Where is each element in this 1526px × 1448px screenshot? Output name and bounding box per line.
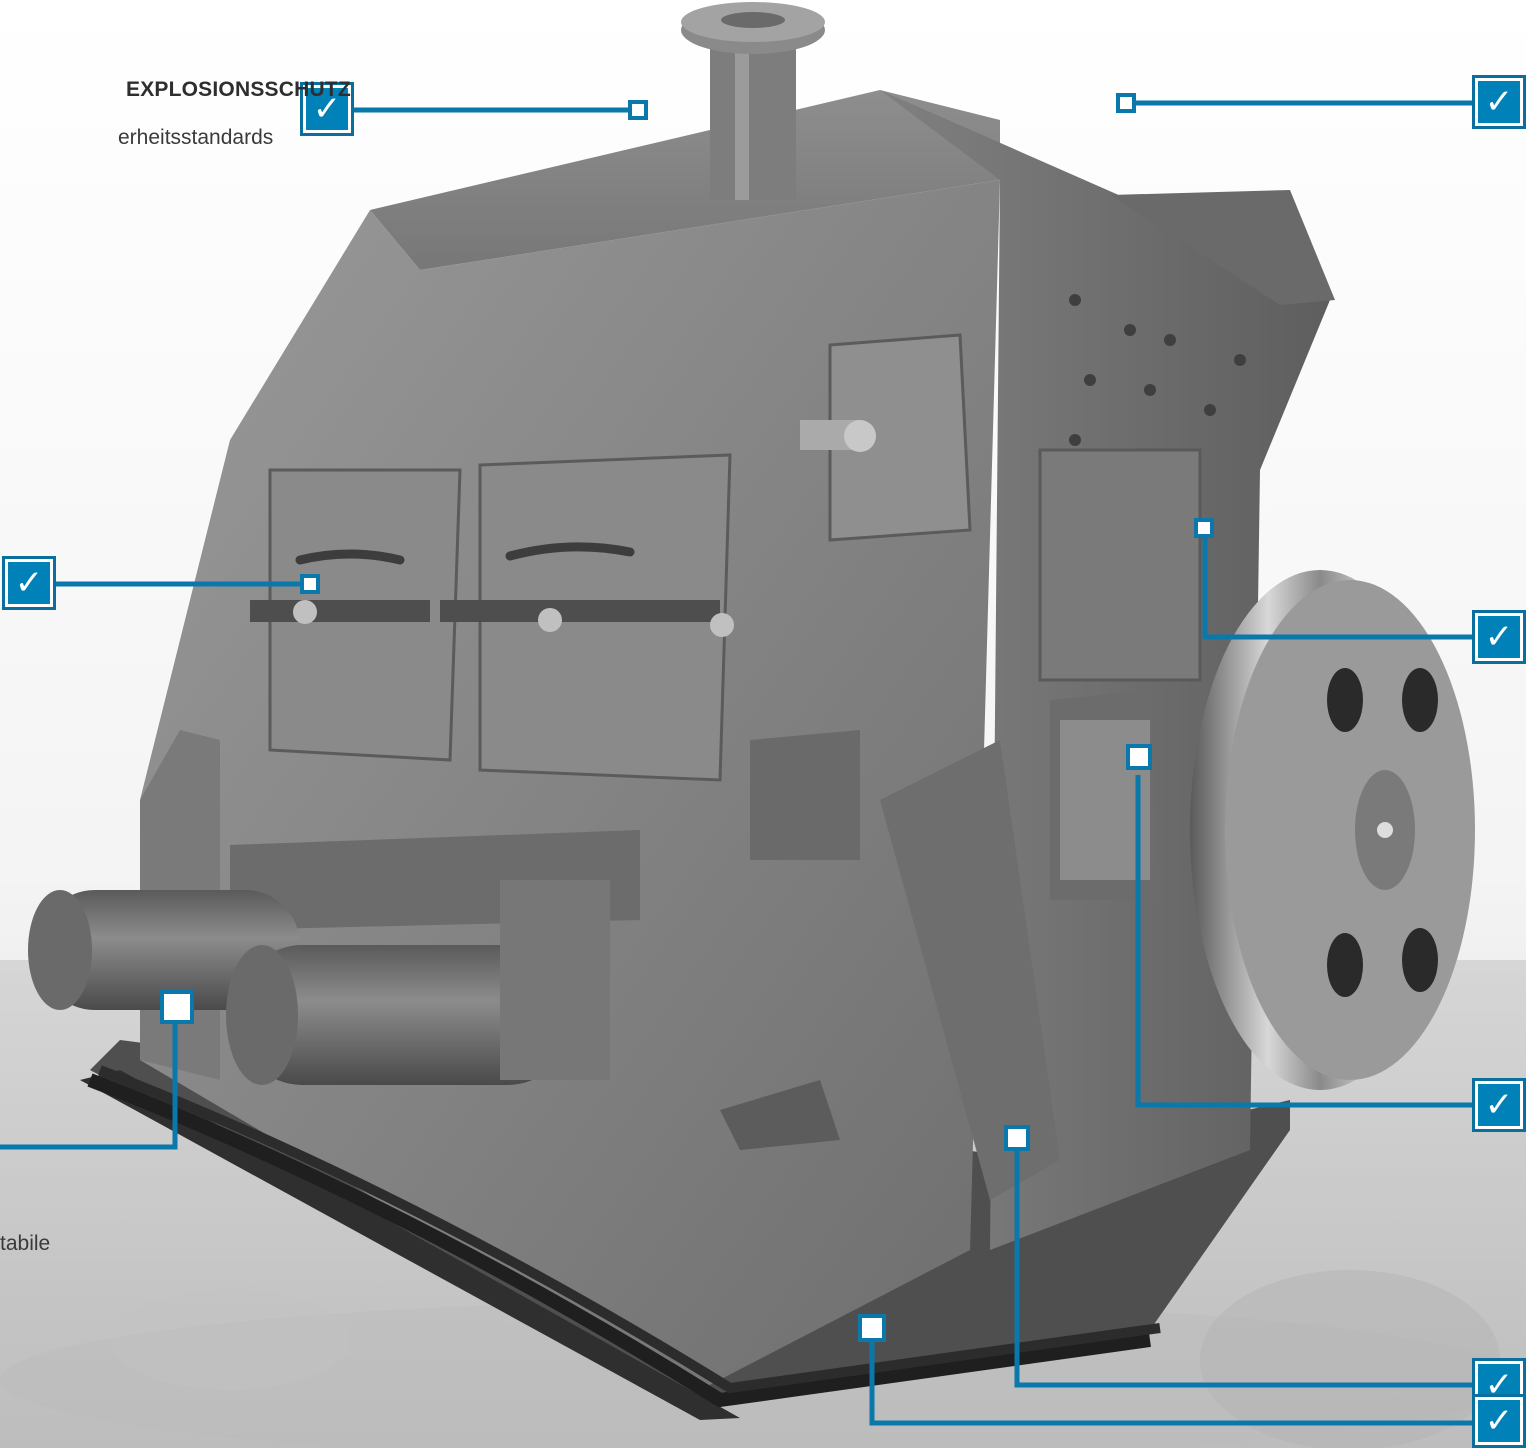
check-icon: ✓ [1484,82,1514,122]
feature-subtitle-safety-standards: erheitsstandards [118,126,274,149]
check-badge-shaft[interactable]: ✓ [1472,1078,1526,1132]
check-icon: ✓ [1484,1085,1514,1125]
check-icon: ✓ [1484,1401,1514,1441]
check-badge-base[interactable]: ✓ [1472,1394,1526,1448]
feature-text-fragment: tabile [0,1232,51,1255]
marker-hydraulic[interactable] [1004,1125,1030,1151]
check-badge-top-right[interactable]: ✓ [1472,75,1526,129]
marker-exhaust[interactable] [628,100,648,120]
marker-door-lock[interactable] [300,574,320,594]
marker-top-right[interactable] [1116,93,1136,113]
check-badge-explosion-protection[interactable]: ✓ [300,82,354,136]
marker-base[interactable] [858,1314,886,1342]
check-icon: ✓ [312,89,342,129]
check-badge-door[interactable]: ✓ [2,556,56,610]
feature-title-explosion-protection: EXPLOSIONSSCHUTZ [126,78,351,101]
marker-cylinder[interactable] [160,990,194,1024]
marker-side-plate[interactable] [1194,518,1214,538]
marker-shaft[interactable] [1126,744,1152,770]
check-badge-side-plate[interactable]: ✓ [1472,610,1526,664]
check-icon: ✓ [1484,617,1514,657]
check-icon: ✓ [14,563,44,603]
